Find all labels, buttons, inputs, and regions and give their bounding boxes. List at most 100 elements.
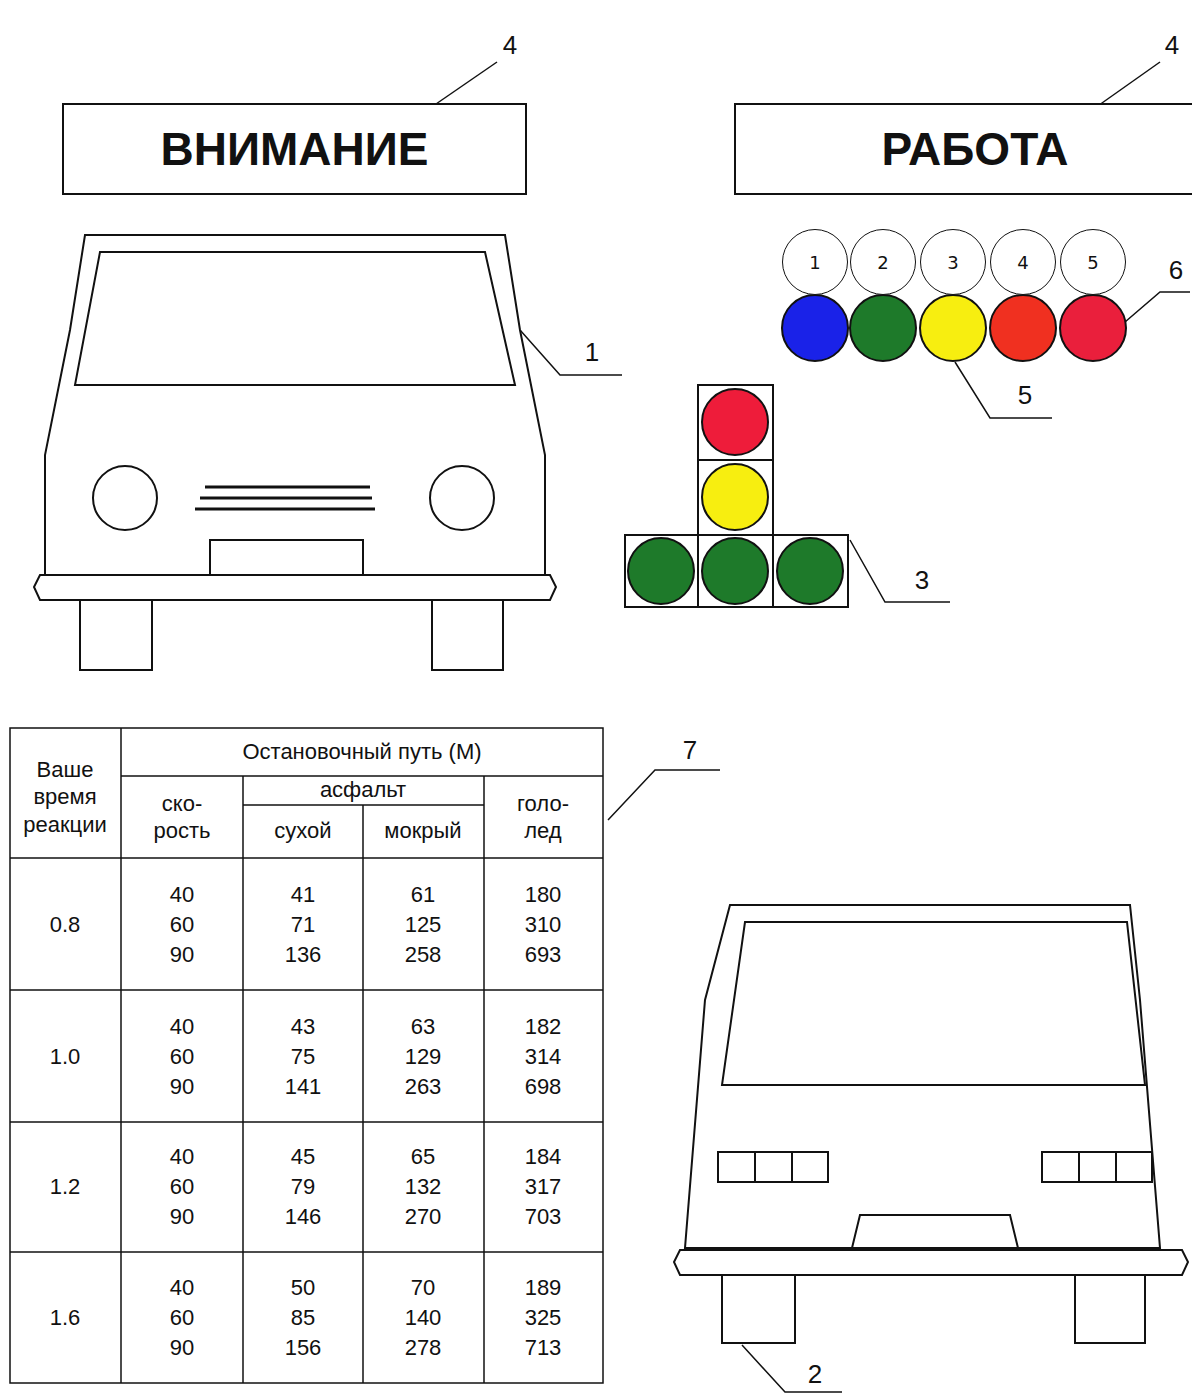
table-cell: 41 71 136 <box>278 880 328 970</box>
red-lamp <box>990 295 1056 361</box>
wheel <box>1075 1275 1145 1343</box>
table-cell: 43 75 141 <box>278 1012 328 1102</box>
table-line <box>120 728 122 1383</box>
table-line <box>121 775 603 777</box>
table-header: сухой <box>246 817 361 845</box>
number-circle: 2 <box>850 229 916 295</box>
green-lamp <box>850 295 916 361</box>
bumper <box>34 575 556 600</box>
leader-line <box>742 1345 842 1392</box>
table-frame <box>10 728 603 1383</box>
table-header: ско- рость <box>137 790 227 845</box>
leader-line <box>955 362 1052 418</box>
lamp-number: 5 <box>1087 252 1098 273</box>
signal-cell <box>698 385 773 460</box>
wheel <box>80 600 152 670</box>
tail-light <box>1042 1152 1079 1182</box>
table-header: мокрый <box>366 817 481 845</box>
table-cell: 0.8 <box>15 910 115 940</box>
grille-line <box>195 508 375 511</box>
sign-text: ВНИМАНИЕ <box>160 122 428 176</box>
green-lamp <box>628 538 694 604</box>
table-cell: 1.0 <box>15 1042 115 1072</box>
table-cell: 63 129 263 <box>398 1012 448 1102</box>
table-cell: 70 140 278 <box>398 1273 448 1363</box>
table-header: асфальт <box>248 776 478 804</box>
sign-box: ВНИМАНИЕ <box>62 103 527 195</box>
table-cell: 40 60 90 <box>157 1012 207 1102</box>
table-cell: 182 314 698 <box>518 1012 568 1102</box>
lamp-number: 3 <box>947 252 958 273</box>
lamp-number: 1 <box>809 252 820 273</box>
sign-box: РАБОТА <box>734 103 1192 195</box>
table-cell: 61 125 258 <box>398 880 448 970</box>
callout-number: 5 <box>1018 379 1032 412</box>
red-lamp <box>1060 295 1126 361</box>
red-lamp <box>702 389 768 455</box>
table-line <box>10 1251 603 1253</box>
lamp-number: 4 <box>1017 252 1028 273</box>
rear-window <box>722 922 1145 1085</box>
table-line <box>10 1121 603 1123</box>
table-grid <box>10 728 603 1383</box>
green-lamp <box>702 538 768 604</box>
green-lamp <box>777 538 843 604</box>
table-line <box>10 857 603 859</box>
bumper <box>674 1250 1188 1275</box>
table-line <box>10 989 603 991</box>
callout-number: 1 <box>585 336 599 369</box>
callout-number: 4 <box>503 29 517 62</box>
wheel <box>722 1275 795 1343</box>
tail-light <box>718 1152 755 1182</box>
grille-line <box>200 497 372 500</box>
signal-cell <box>773 535 848 607</box>
sign-text: РАБОТА <box>881 122 1068 176</box>
table-cell: 180 310 693 <box>518 880 568 970</box>
number-circle: 3 <box>920 229 986 295</box>
table-cell: 184 317 703 <box>518 1142 568 1232</box>
table-cell: 40 60 90 <box>157 1142 207 1232</box>
car-body <box>685 905 1160 1248</box>
blue-lamp <box>782 295 848 361</box>
table-header: Ваше время реакции <box>11 756 119 839</box>
yellow-lamp <box>702 464 768 530</box>
table-cell: 45 79 146 <box>278 1142 328 1232</box>
signal-cell <box>698 535 773 607</box>
plate <box>852 1215 1018 1248</box>
table-line <box>243 804 484 806</box>
table-line <box>362 805 364 1383</box>
callout-number: 6 <box>1169 254 1183 287</box>
table-header: Остановочный путь (М) <box>127 738 597 766</box>
callout-number: 3 <box>915 564 929 597</box>
callout-number: 2 <box>808 1358 822 1391</box>
leader-line <box>1125 292 1190 322</box>
plate <box>210 540 363 575</box>
table-cell: 50 85 156 <box>278 1273 328 1363</box>
headlight <box>430 466 494 530</box>
number-circle: 1 <box>782 229 848 295</box>
table-cell: 1.2 <box>15 1172 115 1202</box>
table-cell: 1.6 <box>15 1303 115 1333</box>
leader-line <box>608 770 720 820</box>
leader-line <box>520 330 622 375</box>
table-line <box>242 776 244 1383</box>
wheel <box>432 600 503 670</box>
table-cell: 40 60 90 <box>157 880 207 970</box>
leader-line <box>850 540 950 602</box>
headlight <box>93 466 157 530</box>
signal-cell <box>698 460 773 535</box>
tail-light <box>1116 1152 1152 1182</box>
yellow-lamp <box>920 295 986 361</box>
tail-light <box>792 1152 828 1182</box>
tail-light <box>755 1152 792 1182</box>
table-line <box>483 776 485 1383</box>
callout-number: 7 <box>683 734 697 767</box>
car-body <box>45 235 545 575</box>
number-circle: 4 <box>990 229 1056 295</box>
table-header: голо- лед <box>508 790 578 845</box>
table-cell: 65 132 270 <box>398 1142 448 1232</box>
grille-line <box>205 486 370 489</box>
number-circle: 5 <box>1060 229 1126 295</box>
tail-light <box>1079 1152 1116 1182</box>
